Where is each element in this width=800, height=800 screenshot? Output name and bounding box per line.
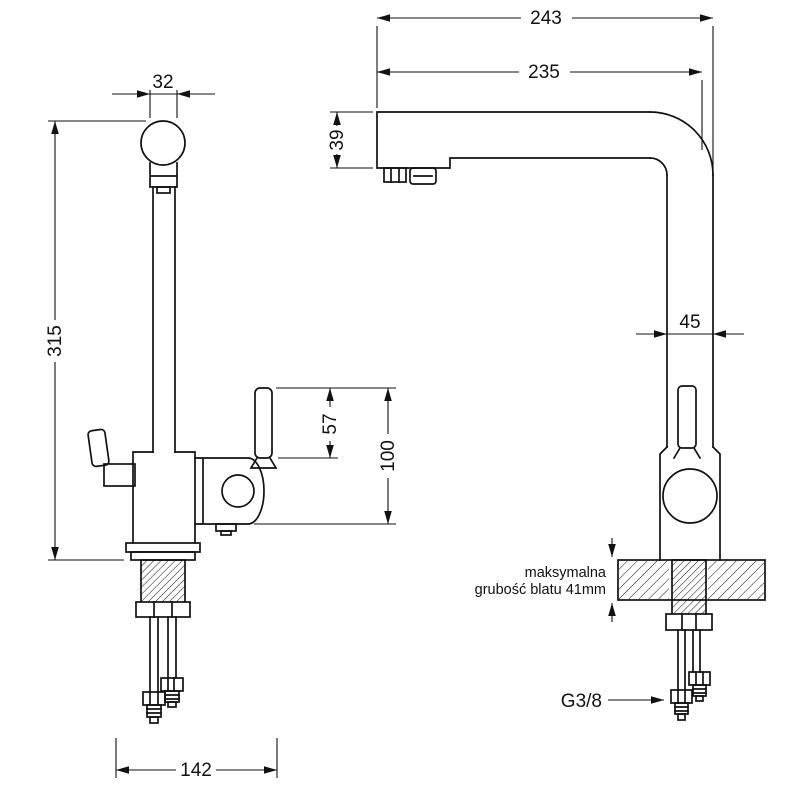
side-threaded-shank [671, 559, 707, 623]
front-aerator [156, 186, 171, 194]
front-body [132, 451, 196, 544]
front-lever-base [249, 456, 278, 469]
front-spout-outlet-tip [220, 530, 232, 536]
dim-total-height-label: 315 [45, 325, 66, 357]
dim-spout-top-width: 32 [112, 72, 215, 118]
thread-size-label: G3/8 [561, 691, 602, 712]
front-mixer-lever [254, 387, 273, 459]
side-aerators [383, 167, 437, 185]
front-spout-outlet [215, 523, 237, 532]
dim-total-height: 315 [45, 120, 146, 561]
front-hose-fitting-left [142, 691, 166, 724]
dim-overall-depth-label: 243 [530, 8, 562, 29]
dim-base-span-label: 142 [180, 760, 212, 781]
front-filter-knob [87, 428, 110, 468]
dim-handle-height-label: 57 [320, 413, 341, 434]
side-supply-hoses [677, 629, 701, 691]
side-body [659, 445, 721, 561]
side-body-joint [662, 468, 718, 524]
front-supply-hoses [149, 616, 177, 693]
dim-overall-depth: 243 [376, 8, 714, 172]
front-riser-pipe [152, 186, 176, 453]
countertop-note-line1: maksymalna [525, 565, 607, 581]
side-mixer-lever [677, 385, 697, 449]
front-hose-fitting-right [160, 677, 184, 708]
countertop-note: maksymalna grubość blatu 41mm [475, 538, 616, 622]
dim-base-span: 142 [115, 738, 278, 781]
side-spout-arm [376, 111, 651, 169]
side-hose-fitting-right [688, 671, 711, 702]
front-threaded-shank [140, 559, 186, 609]
side-column [666, 174, 714, 448]
dim-column-width-label: 45 [679, 312, 700, 333]
front-spout-neck [149, 162, 178, 188]
front-base-flange [125, 542, 201, 553]
dim-spout-section-height: 100 [378, 388, 399, 524]
dim-spout-section-height-label: 100 [378, 440, 399, 472]
front-nut-facets [153, 601, 173, 618]
dim-spout-reach-label: 235 [528, 62, 560, 83]
side-nut-facets [681, 613, 697, 631]
front-spout-head [140, 120, 186, 166]
front-knob-arm [103, 463, 136, 487]
side-hose-fitting-left [670, 689, 693, 721]
front-base-plate [130, 551, 196, 561]
dim-spout-head-height: 39 [327, 111, 373, 169]
front-spout-joint [221, 474, 255, 508]
dim-handle-height: 57 [254, 387, 396, 525]
dim-column-width: 45 [636, 312, 744, 338]
countertop-note-line2: grubość blatu 41mm [475, 582, 606, 598]
thread-size-callout: G3/8 [561, 691, 664, 712]
dim-spout-head-height-label: 39 [327, 129, 348, 150]
front-mounting-nut [135, 601, 191, 618]
side-mounting-nut [665, 613, 713, 631]
side-lever-base [672, 446, 702, 460]
dim-spout-top-width-label: 32 [152, 72, 173, 93]
front-view: 32 315 57 100 142 [45, 72, 399, 781]
side-view: 243 235 39 45 maksymalna grubość [327, 8, 766, 721]
dim-spout-reach: 235 [377, 62, 703, 150]
side-spout-bend [649, 111, 714, 176]
